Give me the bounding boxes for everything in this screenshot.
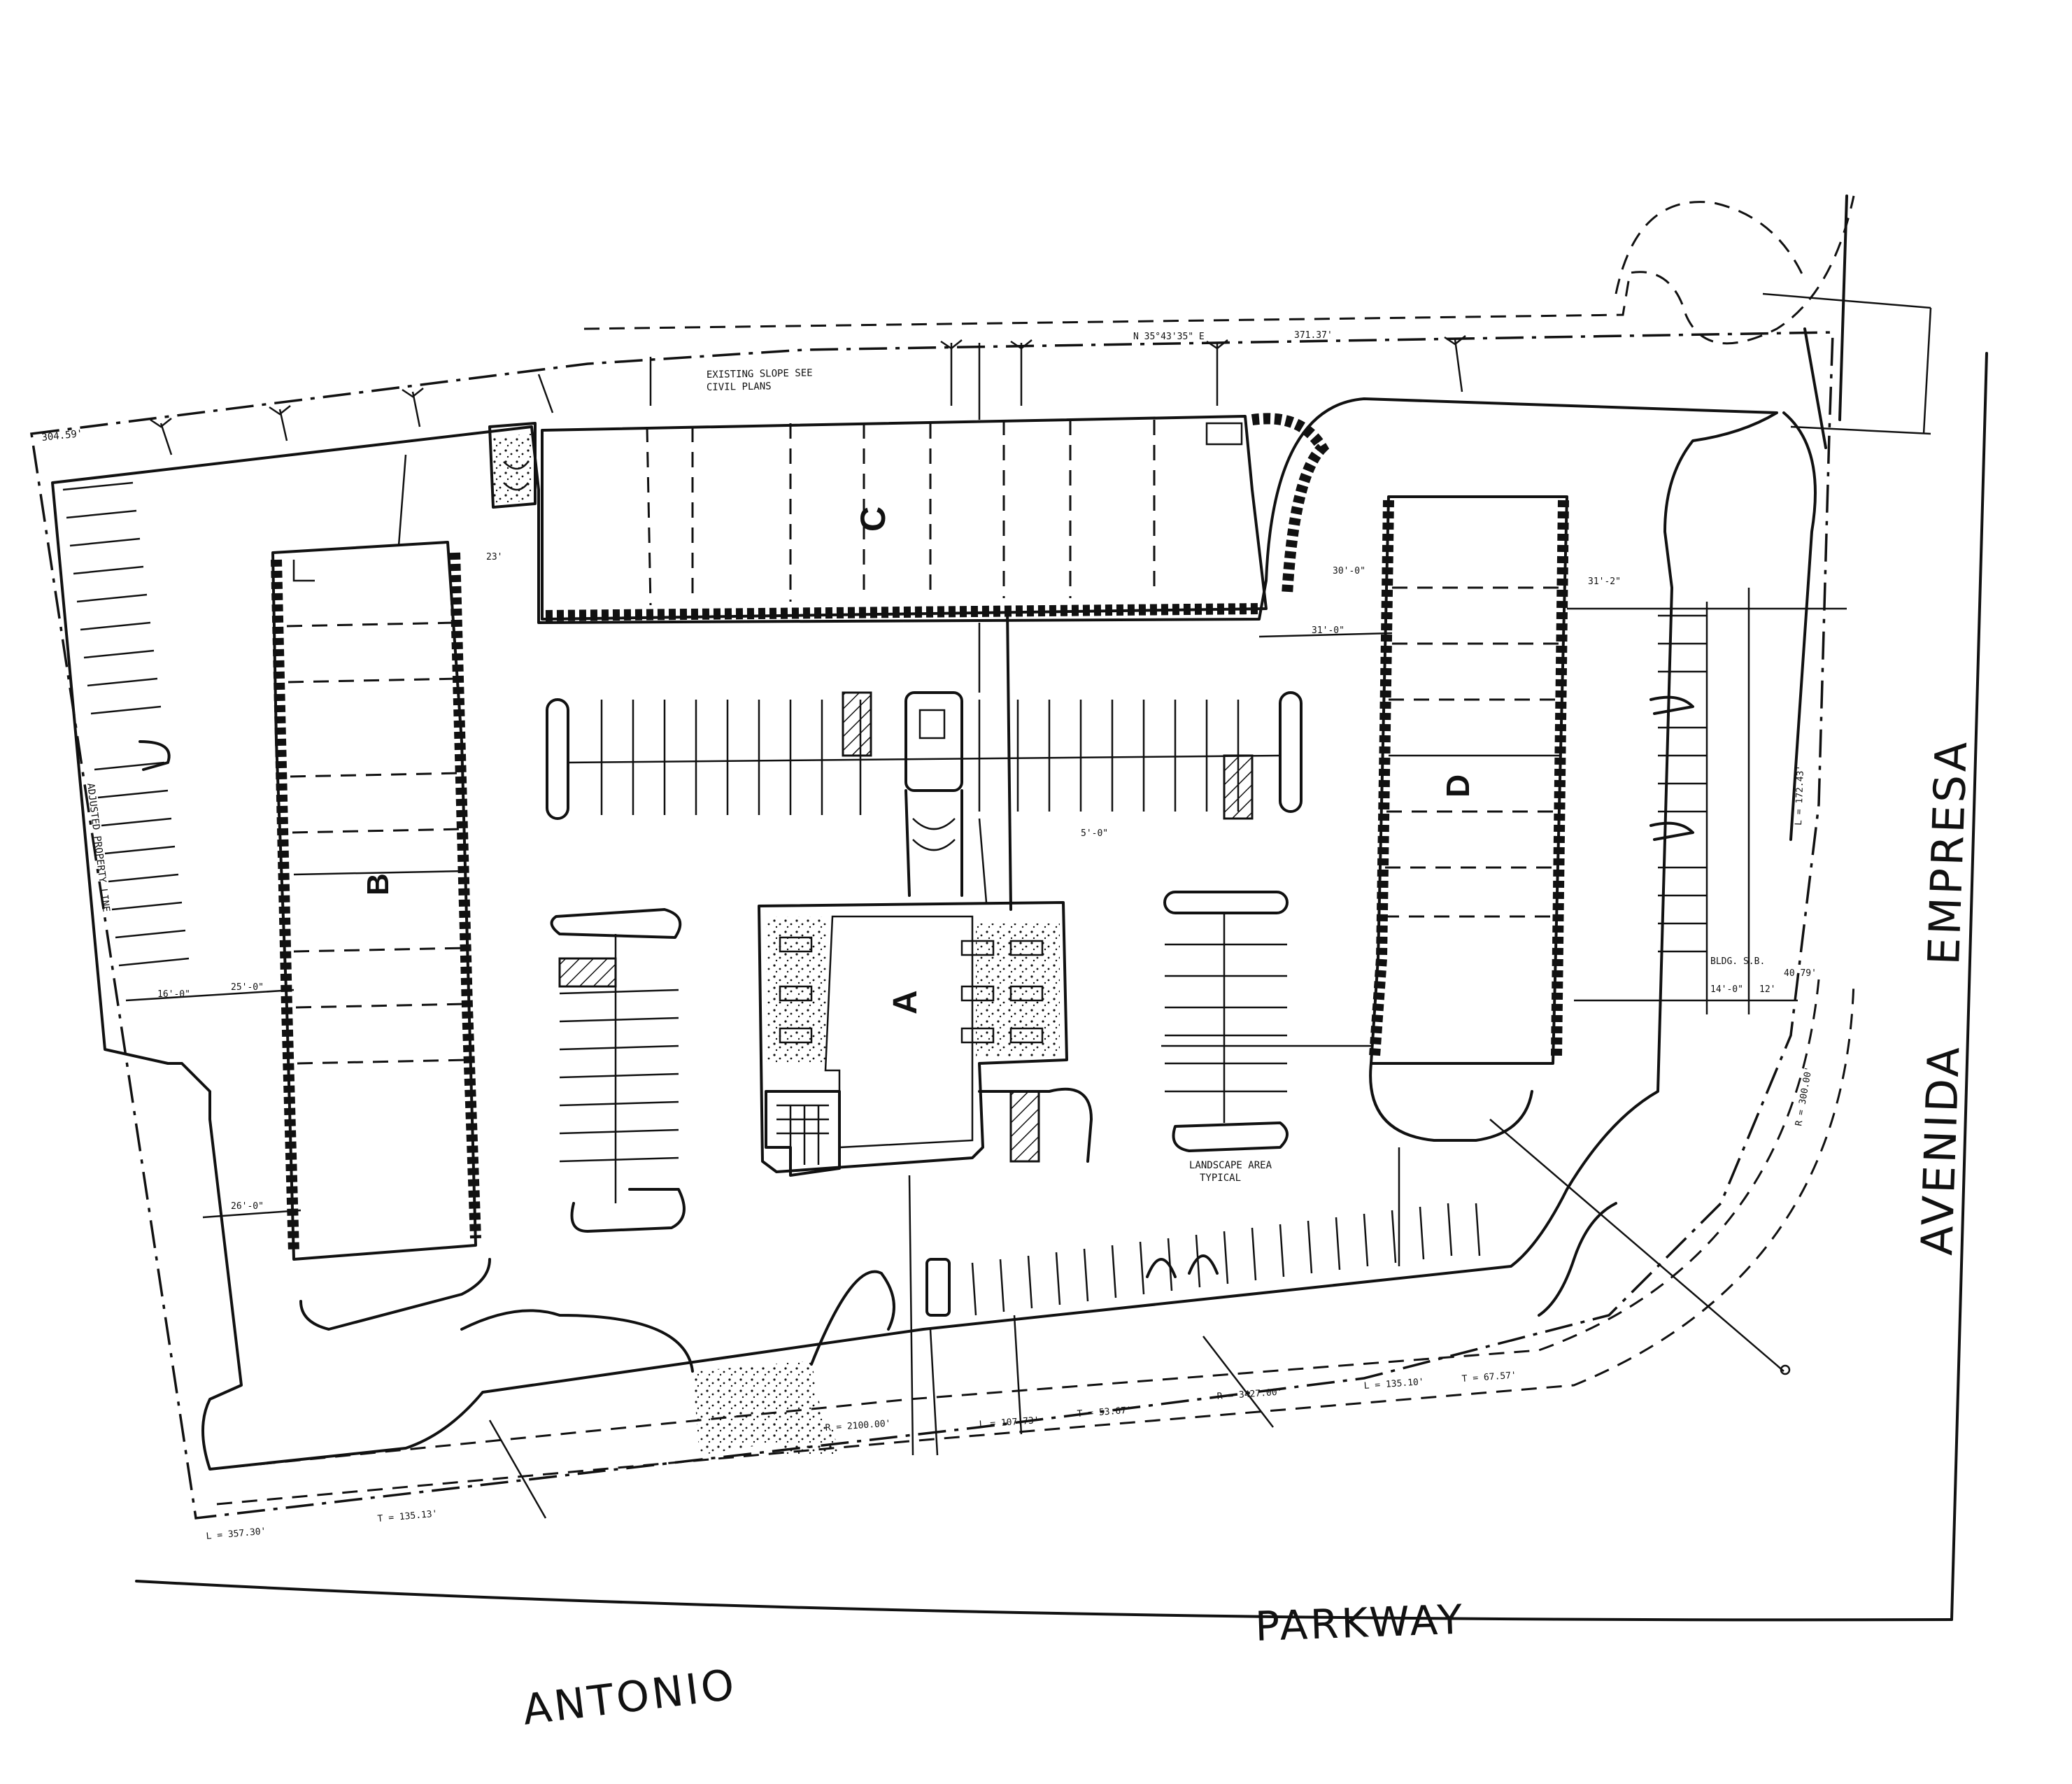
building-d-label: D	[1440, 774, 1476, 798]
building-c	[488, 415, 1268, 621]
dim-t53: T = 53.67'	[1077, 1406, 1132, 1420]
dim-l357: L = 357.30'	[206, 1527, 267, 1542]
building-a-label: A	[887, 990, 924, 1014]
note-bldg-sb: BLDG. S.B.	[1710, 956, 1765, 967]
street-empresa: EMPRESA	[1918, 738, 1977, 966]
dim-t67: T = 67.57'	[1461, 1371, 1517, 1385]
building-a-patio-seating	[779, 936, 1044, 1044]
street-edges	[135, 194, 1988, 1622]
dim-bearing: N 35°43'35" E	[1133, 332, 1205, 342]
corner-planter	[1251, 413, 1330, 595]
east-parking-stalls	[1649, 588, 1750, 1014]
dim-r300: R = 300.00'	[1794, 1066, 1815, 1126]
note-property-line: ADJUSTED PROPERTY LINE	[85, 783, 111, 913]
dim-25-0: 25'-0"	[231, 982, 264, 993]
note-typical: TYPICAL	[1200, 1173, 1241, 1184]
dim-12: 12'	[1759, 984, 1775, 995]
building-a	[758, 901, 1093, 1177]
dim-23: 23'	[486, 552, 502, 562]
dim-31-2: 31'-2"	[1588, 576, 1621, 587]
central-parking	[546, 607, 1303, 1233]
note-landscape: LANDSCAPE AREA	[1189, 1160, 1272, 1171]
property-line	[30, 331, 1834, 1520]
dim-16-0: 16'-0"	[157, 989, 190, 1000]
building-b	[271, 541, 481, 1261]
perimeter-curb	[51, 397, 1817, 1471]
dim-14-0: 14'-0"	[1710, 984, 1743, 995]
dim-30459: 304.59'	[41, 428, 83, 444]
slope-ticks	[150, 335, 1466, 455]
dim-31-0: 31'-0"	[1312, 625, 1344, 636]
note-existing-slope: EXISTING SLOPE SEE	[707, 367, 813, 381]
dim-r2100: R = 2100.00'	[825, 1418, 891, 1433]
dim-t135: T = 135.13'	[377, 1509, 438, 1524]
dim-r3427: R = 3427.00'	[1216, 1387, 1283, 1402]
west-parking-stalls	[62, 481, 190, 967]
street-avenida: AVENIDA	[1911, 1043, 1969, 1256]
dim-26-0: 26'-0"	[231, 1201, 264, 1212]
building-b-label: B	[361, 873, 395, 895]
existing-slope-line	[583, 195, 1855, 345]
dimension-lines	[125, 292, 1932, 1519]
dim-30-0: 30'-0"	[1333, 566, 1365, 576]
dim-40-79: 40.79'	[1784, 968, 1817, 979]
note-civil-plans: CIVIL PLANS	[707, 381, 772, 393]
south-parking-stalls	[925, 1203, 1481, 1317]
dim-l107: L = 107.73'	[979, 1415, 1039, 1430]
street-parkway: PARKWAY	[1254, 1596, 1466, 1650]
street-antonio: ANTONIO	[520, 1660, 739, 1735]
building-c-label: C	[853, 507, 893, 532]
dim-l172: L = 172.43'	[1794, 765, 1806, 826]
dim-37137: 371.37'	[1294, 330, 1333, 341]
dim-5-0: 5'-0"	[1081, 828, 1108, 839]
building-d	[1369, 495, 1569, 1142]
dim-l135: L = 135.10'	[1363, 1377, 1424, 1392]
